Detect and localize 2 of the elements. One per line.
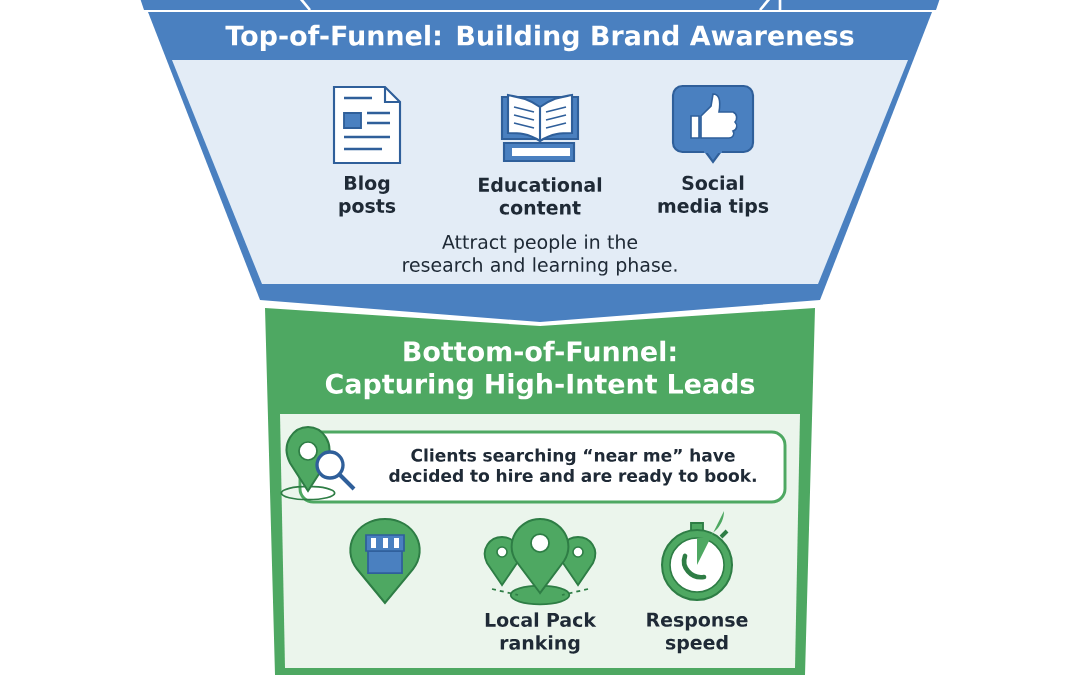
callout-box: Clients searching “near me” have decided to hire and are ready to book. [298,430,787,504]
node-label: Top-of-Funnel: Building Brand Awareness [225,24,854,52]
